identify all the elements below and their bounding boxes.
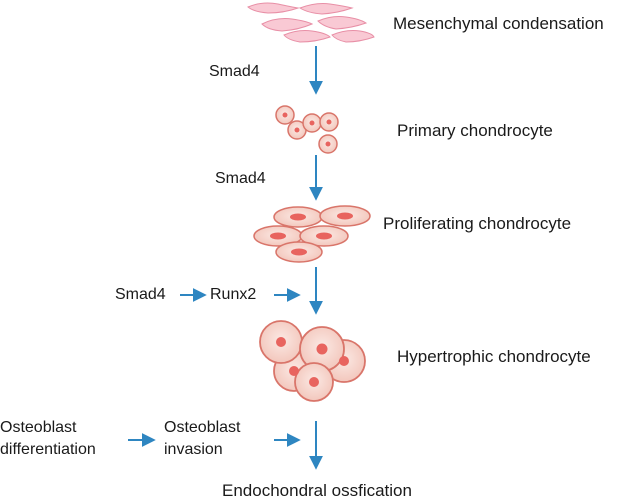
regulator-arrows xyxy=(128,288,301,447)
stage-label-hypertrophic-chondrocyte: Hypertrophic chondrocyte xyxy=(397,347,591,366)
hypertrophic-chondrocyte-cells-icon xyxy=(259,320,366,402)
osteoblast-invasion-line: Osteoblast xyxy=(164,419,241,436)
regulator-smad4-label: Smad4 xyxy=(115,286,166,303)
stage-label-proliferating-chondrocyte: Proliferating chondrocyte xyxy=(383,214,572,233)
proliferating-chondrocyte-cells-icon xyxy=(253,205,371,263)
osteoblast-differentiation-label: Osteoblast differentiation xyxy=(0,417,96,461)
osteoblast-differentiation-line: differentiation xyxy=(0,441,96,458)
primary-chondrocyte-cells-icon xyxy=(275,105,339,154)
osteoblast-invasion-label: Osteoblast invasion xyxy=(164,417,240,461)
final-stage-label: Endochondral ossfication xyxy=(222,481,412,500)
stage-label-primary-chondrocyte: Primary chondrocyte xyxy=(397,121,553,140)
osteoblast-invasion-line: invasion xyxy=(164,441,223,458)
regulator-smad4-label: Smad4 xyxy=(209,63,260,80)
stage-label-mesenchymal-condensation: Mesenchymal condensation xyxy=(393,14,604,33)
regulator-smad4-label: Smad4 xyxy=(215,170,266,187)
osteoblast-differentiation-line: Osteoblast xyxy=(0,419,77,436)
mesenchymal-cells-icon xyxy=(247,2,375,43)
regulator-runx2-label: Runx2 xyxy=(210,286,257,303)
